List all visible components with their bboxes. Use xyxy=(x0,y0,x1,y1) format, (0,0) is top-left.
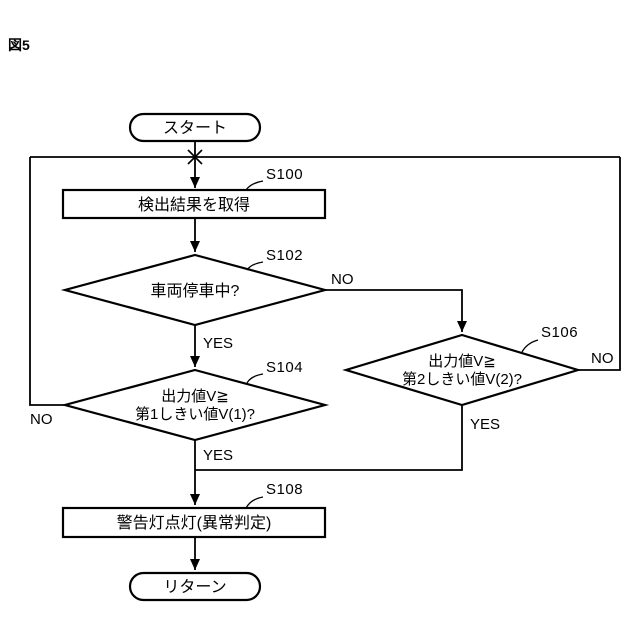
decision-s106 xyxy=(342,333,582,407)
connector-s102-no-to-s106 xyxy=(325,289,467,332)
branch-label-s102-no: NO xyxy=(331,271,354,288)
leader-s102 xyxy=(246,261,264,271)
end-terminal xyxy=(128,571,262,602)
branch-label-s106-no: NO xyxy=(591,350,614,367)
step-label-s100: S100 xyxy=(266,166,303,183)
branch-label-s102-yes: YES xyxy=(203,335,233,352)
connector-s104-no-return xyxy=(29,157,65,406)
process-s100-label: 検出結果を取得 xyxy=(138,196,250,214)
process-s108-label: 警告灯点灯(異常判定) xyxy=(117,514,272,532)
decision-s104-label-line1: 出力値V≧ xyxy=(161,388,229,405)
branch-label-s104-no: NO xyxy=(30,411,53,428)
decision-s104 xyxy=(60,368,330,442)
end-terminal-label: リターン xyxy=(163,578,226,596)
decision-s104-label-line2: 第1しきい値V(1)? xyxy=(135,405,255,423)
connector-s106-yes-join xyxy=(195,405,463,471)
leader-s108 xyxy=(245,496,264,509)
leader-s100 xyxy=(245,180,264,191)
connector-s106-no-return xyxy=(578,157,621,371)
junction-x-mark xyxy=(187,149,203,165)
start-terminal-label: スタート xyxy=(163,119,227,137)
figure-label: 図5 xyxy=(8,37,30,53)
step-label-s108: S108 xyxy=(266,481,303,498)
step-label-s102: S102 xyxy=(266,247,303,264)
step-label-s106: S106 xyxy=(541,324,578,341)
branch-label-s104-yes: YES xyxy=(203,447,233,464)
decision-s102 xyxy=(60,253,330,327)
decision-s102-label: 車両停車中? xyxy=(151,282,240,300)
leader-s106 xyxy=(521,339,539,353)
decision-s106-label-line1: 出力値V≧ xyxy=(428,353,496,370)
decision-s106-label-line2: 第2しきい値V(2)? xyxy=(402,370,522,388)
branch-label-s106-yes: YES xyxy=(470,416,500,433)
process-s100 xyxy=(61,188,327,220)
start-terminal xyxy=(128,112,262,143)
leader-s104 xyxy=(246,373,264,384)
process-s108 xyxy=(61,506,327,539)
step-label-s104: S104 xyxy=(266,359,303,376)
